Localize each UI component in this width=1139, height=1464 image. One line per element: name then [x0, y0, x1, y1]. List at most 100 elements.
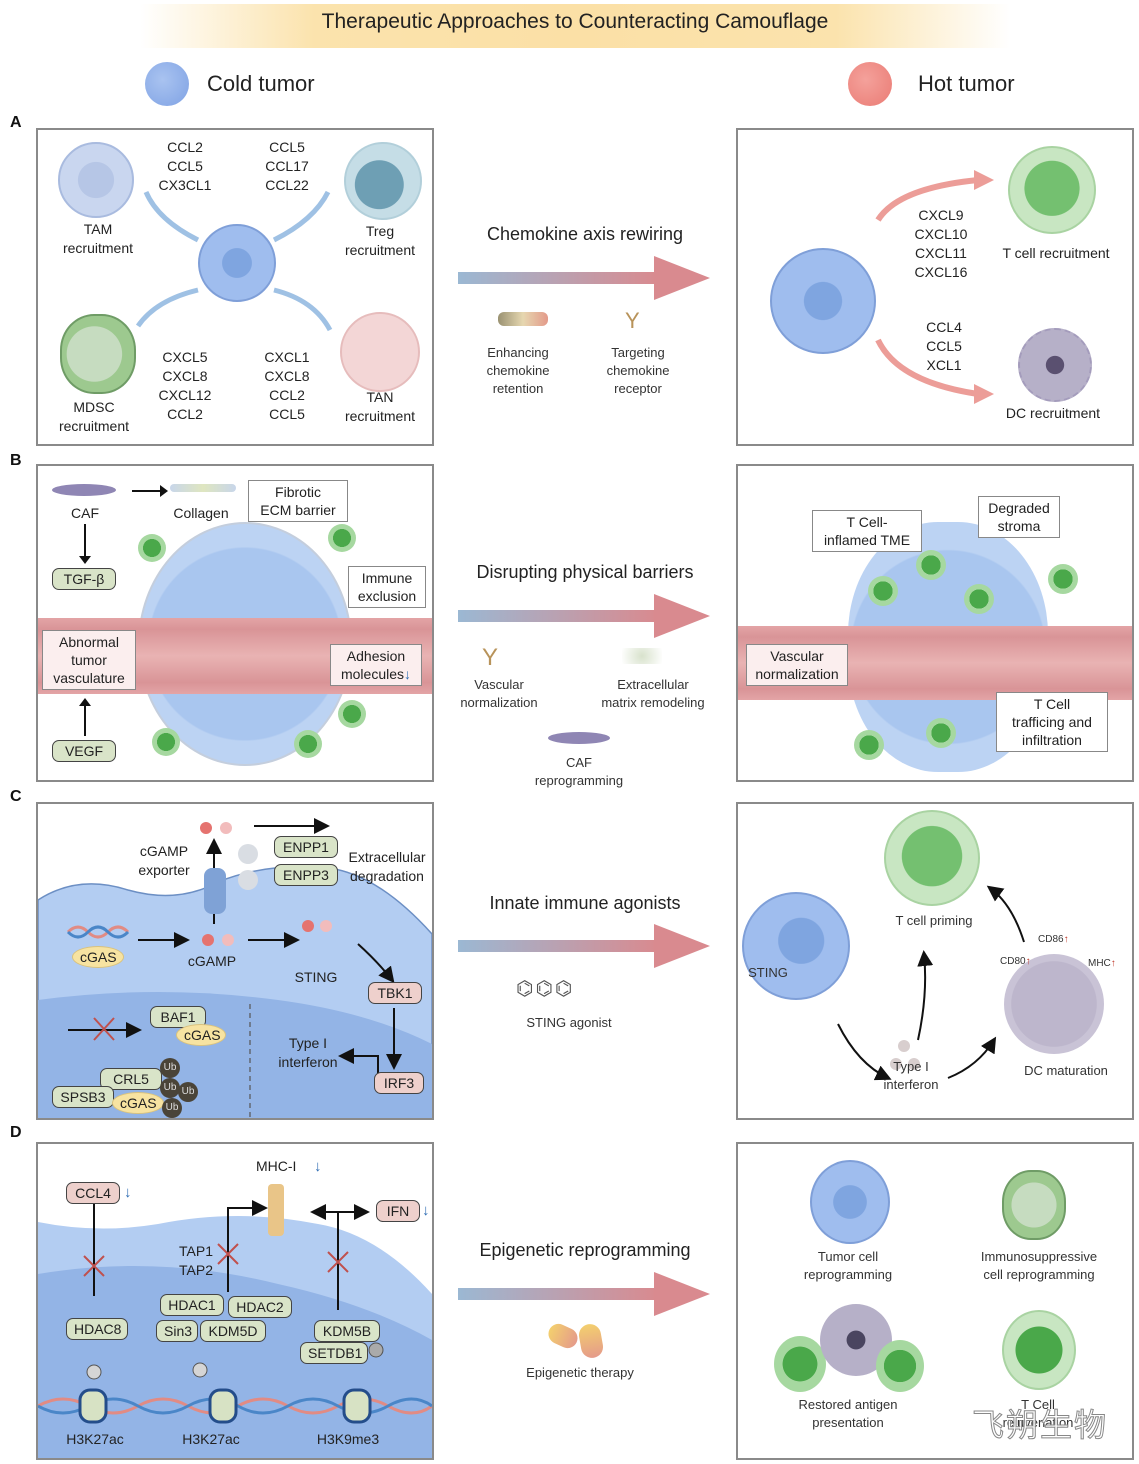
ubiquitin-icon: Ub: [160, 1058, 180, 1078]
crl5-pill: CRL5: [100, 1068, 162, 1090]
cold-tumor-label: Cold tumor: [207, 71, 315, 96]
down-arrow-icon: ↓: [404, 666, 412, 682]
tcell-icon: [876, 1340, 924, 1392]
panel-d-caption: Epigenetic reprogramming: [479, 1240, 691, 1260]
tcell-icon: [964, 584, 994, 614]
title-band: [140, 4, 1010, 48]
panel-b-left-box: CAF Collagen Fibrotic ECM barrier TGF-β …: [36, 464, 434, 782]
tcell-icon: [916, 550, 946, 580]
panel-a-arrow: [458, 256, 710, 300]
sting-label: STING: [294, 969, 338, 985]
panel-letter-c: C: [10, 788, 22, 805]
hdac8-pill: HDAC8: [66, 1318, 128, 1340]
collagen-label: Collagen: [173, 505, 229, 521]
down-arrow-icon: ↓: [422, 1202, 430, 1219]
panel-b-arrow: [458, 594, 710, 638]
interferon-particle-icon: [908, 1058, 920, 1070]
restored-antigen-label: Restored antigen presentation: [798, 1397, 898, 1430]
fibrotic-ecm-label: Fibrotic ECM barrier: [248, 480, 348, 522]
adhesion-molecules-label: Adhesion molecules↓: [330, 644, 422, 686]
interferon-particle-icon: [890, 1058, 902, 1070]
sin3-pill: Sin3: [156, 1320, 198, 1342]
kdm5b-pill: KDM5B: [314, 1320, 380, 1342]
tcell-inflamed-label: T Cell- inflamed TME: [812, 510, 922, 552]
down-arrow-icon: ↓: [314, 1158, 322, 1175]
tcell-icon: [1002, 1310, 1076, 1390]
tool-ecm-remodeling: Extracellular matrix remodeling: [601, 677, 705, 710]
irf3-pill: IRF3: [374, 1072, 424, 1094]
antibody-icon: Y: [625, 308, 640, 333]
immunosuppressive-reprogramming-label: Immunosuppressive cell reprogramming: [980, 1249, 1098, 1282]
tcell-icon: [868, 576, 898, 606]
hot-tumor-icon: [848, 62, 892, 106]
panel-d-left-box: CCL4 ↓ MHC-I ↓ IFN ↓ TAP1 TAP2 HDAC8 HDA…: [36, 1142, 434, 1460]
setdb1-pill: SETDB1: [300, 1342, 368, 1364]
hot-tumor-label: Hot tumor: [918, 71, 1015, 96]
panel-b-right-box: T Cell- inflamed TME Degraded stroma Vas…: [736, 464, 1134, 782]
mhc-label: MHC↑: [1088, 958, 1116, 969]
cd86-label: CD86↑: [1038, 934, 1069, 945]
dc-chemokines: CCL4 CCL5 XCL1: [926, 319, 962, 373]
mdsc-cell-icon: [60, 314, 136, 394]
immune-exclusion-label: Immune exclusion: [348, 566, 426, 608]
hdac2-pill: HDAC2: [228, 1296, 292, 1318]
caf-icon: [52, 484, 116, 496]
dc-cell-icon: [1004, 954, 1104, 1054]
figure-title: Therapeutic Approaches to Counteracting …: [321, 10, 829, 33]
interferon-particle-icon: [898, 1040, 910, 1052]
ccl4-pill: CCL4: [66, 1182, 120, 1204]
dc-cell-icon: [1018, 328, 1092, 402]
panel-d-right-box: Tumor cell reprogramming Immunosuppressi…: [736, 1142, 1134, 1460]
cycle-arrows: [837, 885, 1025, 1081]
arrow-head: [79, 556, 91, 564]
panel-letter-b: B: [10, 452, 22, 469]
ubiquitin-icon: Ub: [178, 1082, 198, 1102]
tool-caf-reprogramming: CAF reprogramming: [534, 755, 624, 788]
sting-agonist-molecule-icon: ⌬⌬⌬: [516, 978, 575, 1000]
caf-to-collagen-arrow: [132, 490, 162, 492]
vegf-arrow: [84, 704, 86, 736]
cgamp-exporter-label: cGAMP exporter: [138, 843, 190, 878]
tool-vascular-normalization: Vascular normalization: [460, 677, 538, 710]
degraded-cgamp-icon: [356, 812, 416, 836]
tcell-icon: [774, 1336, 826, 1392]
cd80-text: CD80: [1000, 956, 1026, 967]
cold-tumor-icon: [145, 62, 189, 106]
panel-d-arrow: [458, 1272, 710, 1316]
tan-chemokines: CXCL1 CXCL8 CCL2 CCL5: [264, 349, 310, 422]
tcell-icon: [854, 730, 884, 760]
histone-mark-2: H3K27ac: [182, 1431, 240, 1447]
antibody-icon: Y: [482, 644, 499, 671]
vascular-normalization-label: Vascular normalization: [746, 644, 848, 686]
tcell-icon: [926, 718, 956, 748]
up-arrow-icon: ↑: [1063, 934, 1069, 945]
tcell-trafficking-label: T Cell trafficing and infiltration: [996, 692, 1108, 752]
tgfb-pill: TGF-β: [52, 568, 116, 590]
mhc1-label: MHC-I: [256, 1158, 297, 1174]
extracellular-degradation-label: Extracellular degradation: [348, 849, 426, 884]
tcell-icon: [152, 728, 180, 756]
tumor-reprogramming-label: Tumor cell reprogramming: [803, 1249, 893, 1282]
panel-c-caption: Innate immune agonists: [489, 893, 681, 913]
arrow-head: [160, 485, 168, 497]
tool-enhancing-retention: Enhancing chemokine retention: [486, 345, 550, 396]
immunosuppressive-cell-icon: [1002, 1170, 1066, 1240]
cd80-label: CD80↑: [1000, 956, 1031, 967]
enpp3-pill: ENPP3: [274, 864, 338, 886]
cgas-pill: cGAS: [72, 946, 124, 968]
abnormal-vasculature-label: Abnormal tumor vasculature: [42, 630, 136, 690]
tumor-cell-icon: [742, 892, 850, 1000]
tcell-recruitment-label: T cell recruitment: [1002, 245, 1110, 261]
cgamp-label: cGAMP: [187, 953, 237, 969]
tumor-cell-icon: [770, 248, 876, 354]
panel-a-right-box: CXCL9 CXCL10 CXCL11 CXCL16 T cell recrui…: [736, 128, 1134, 446]
tam-label: TAM recruitment: [62, 221, 134, 256]
panel-a-left-box: TAM recruitment Treg recruitment MDSC re…: [36, 128, 434, 446]
mdsc-chemokines: CXCL5 CXCL8 CXCL12 CCL2: [158, 349, 212, 422]
capsule-icon: [577, 1322, 605, 1360]
tbk1-pill: TBK1: [368, 982, 422, 1004]
degraded-stroma-label: Degraded stroma: [978, 496, 1060, 538]
mhc-text: MHC: [1088, 958, 1111, 969]
up-arrow-icon: ↑: [1025, 956, 1031, 967]
histone-mark-3: H3K9me3: [316, 1431, 380, 1447]
